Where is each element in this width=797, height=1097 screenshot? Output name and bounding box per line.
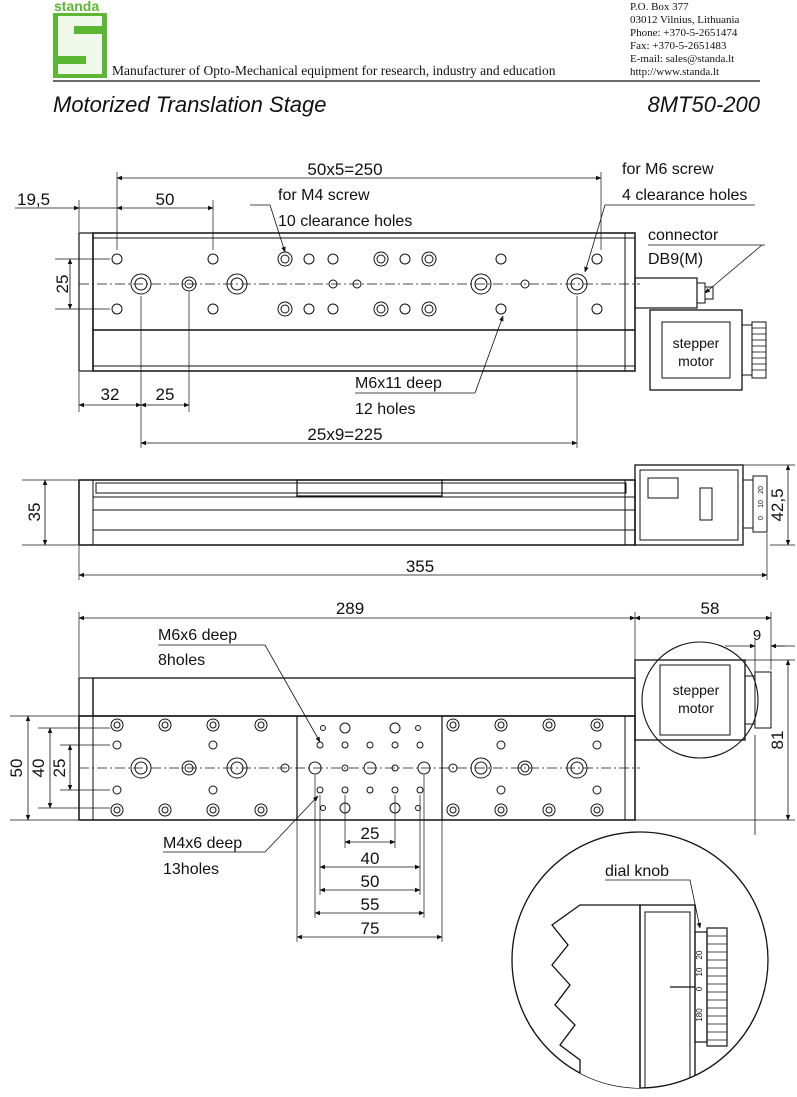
detail-dial-tick-0: 0 bbox=[695, 986, 704, 991]
note-m4x6-line1: M4x6 deep bbox=[163, 835, 242, 852]
detail-labels: dial knob 20 10 0 180 bbox=[605, 863, 704, 1022]
bottom-holes-upper bbox=[110, 718, 604, 732]
dim-platform-55: 55 bbox=[361, 895, 380, 914]
contact-fax: Fax: +370-5-2651483 bbox=[630, 40, 727, 52]
side-view-labels: 35 42,5 355 20 10 0 bbox=[25, 486, 787, 576]
tagline: Manufacturer of Opto-Mechanical equipmen… bbox=[112, 63, 556, 78]
note-m6x11-line1: M6x11 deep bbox=[355, 375, 442, 392]
note-m4-line2: 10 clearance holes bbox=[278, 213, 412, 230]
top-holes-upper bbox=[111, 251, 603, 267]
model-number: 8MT50-200 bbox=[647, 92, 760, 117]
contact-web: http://www.standa.lt bbox=[630, 66, 719, 78]
detail-dial-tick-180: 180 bbox=[695, 1008, 704, 1022]
contact-email: E-mail: sales@standa.lt bbox=[630, 53, 734, 65]
header: standa Manufacturer of Opto-Mechanical e… bbox=[53, 0, 761, 117]
standa-logo: standa bbox=[53, 0, 107, 78]
dim-25-vertical-bottom: 25 bbox=[50, 759, 69, 778]
contact-address: 03012 Vilnius, Lithuania bbox=[630, 14, 740, 26]
note-connector-line2: DB9(M) bbox=[648, 251, 703, 268]
note-m6-line2: 4 clearance holes bbox=[622, 187, 747, 204]
note-m6x6-line2: 8holes bbox=[158, 652, 205, 669]
side-dial-tick-0: 0 bbox=[758, 516, 765, 520]
bottom-holes-middle bbox=[112, 740, 602, 795]
dim-289: 289 bbox=[336, 599, 364, 618]
detail-label: dial knob bbox=[605, 863, 669, 880]
side-dial-tick-10: 10 bbox=[758, 500, 765, 508]
bottom-view bbox=[10, 612, 795, 942]
motor-label-line1: stepper bbox=[673, 335, 720, 351]
note-connector-line1: connector bbox=[648, 227, 719, 244]
dim-pitch-top: 50x5=250 bbox=[307, 160, 382, 179]
detail-dial-tick-20: 20 bbox=[695, 950, 704, 959]
note-m6-line1: for M6 screw bbox=[622, 161, 714, 178]
contact-block: P.O. Box 377 03012 Vilnius, Lithuania Ph… bbox=[630, 1, 740, 78]
detail-view bbox=[511, 831, 769, 1089]
motor-knob-ticks bbox=[752, 327, 766, 371]
bottom-motor-label-line1: stepper bbox=[673, 682, 720, 698]
contact-pobox: P.O. Box 377 bbox=[630, 1, 689, 13]
top-view-labels: 50x5=250 19,5 50 for M4 screw 10 clearan… bbox=[17, 160, 747, 444]
dim-81: 81 bbox=[768, 731, 787, 750]
dim-50-vertical: 50 bbox=[7, 759, 26, 778]
bottom-motor-label-line2: motor bbox=[678, 700, 714, 716]
dim-32: 32 bbox=[101, 385, 120, 404]
dim-platform-50: 50 bbox=[361, 872, 380, 891]
top-view bbox=[15, 172, 767, 448]
bottom-holes-lower bbox=[110, 803, 604, 817]
dim-50-top: 50 bbox=[156, 190, 175, 209]
dim-25-top: 25 bbox=[156, 385, 175, 404]
dim-pitch-bottom: 25x9=225 bbox=[307, 425, 382, 444]
dim-platform-25: 25 bbox=[361, 824, 380, 843]
note-m4-line1: for M4 screw bbox=[278, 187, 370, 204]
side-view bbox=[22, 464, 795, 580]
note-m6x6-line1: M6x6 deep bbox=[158, 627, 237, 644]
dim-40-vertical: 40 bbox=[29, 759, 48, 778]
dim-58: 58 bbox=[701, 599, 720, 618]
dim-9: 9 bbox=[753, 627, 761, 644]
side-dial-tick-20: 20 bbox=[758, 486, 765, 494]
dim-height-35: 35 bbox=[25, 503, 44, 522]
detail-dial-ticks bbox=[707, 935, 727, 1041]
note-m6x11-line2: 12 holes bbox=[355, 401, 416, 418]
top-holes-middle bbox=[130, 273, 588, 295]
dim-platform-75: 75 bbox=[361, 919, 380, 938]
dim-length-355: 355 bbox=[406, 557, 434, 576]
dim-25-vertical: 25 bbox=[53, 275, 72, 294]
top-holes-lower bbox=[111, 301, 603, 317]
detail-dial-tick-10: 10 bbox=[695, 967, 704, 976]
motor-label-line2: motor bbox=[678, 353, 714, 369]
dim-platform-40: 40 bbox=[361, 849, 380, 868]
dim-motor-height: 42,5 bbox=[768, 488, 787, 521]
dim-edge: 19,5 bbox=[17, 190, 50, 209]
bottom-view-labels: 289 58 9 81 M6x6 deep 8holes M4x6 deep 1… bbox=[7, 599, 787, 938]
page-title: Motorized Translation Stage bbox=[53, 92, 327, 117]
note-m4x6-line2: 13holes bbox=[163, 861, 219, 878]
logo-text: standa bbox=[54, 0, 99, 14]
contact-phone: Phone: +370-5-2651474 bbox=[630, 27, 738, 39]
